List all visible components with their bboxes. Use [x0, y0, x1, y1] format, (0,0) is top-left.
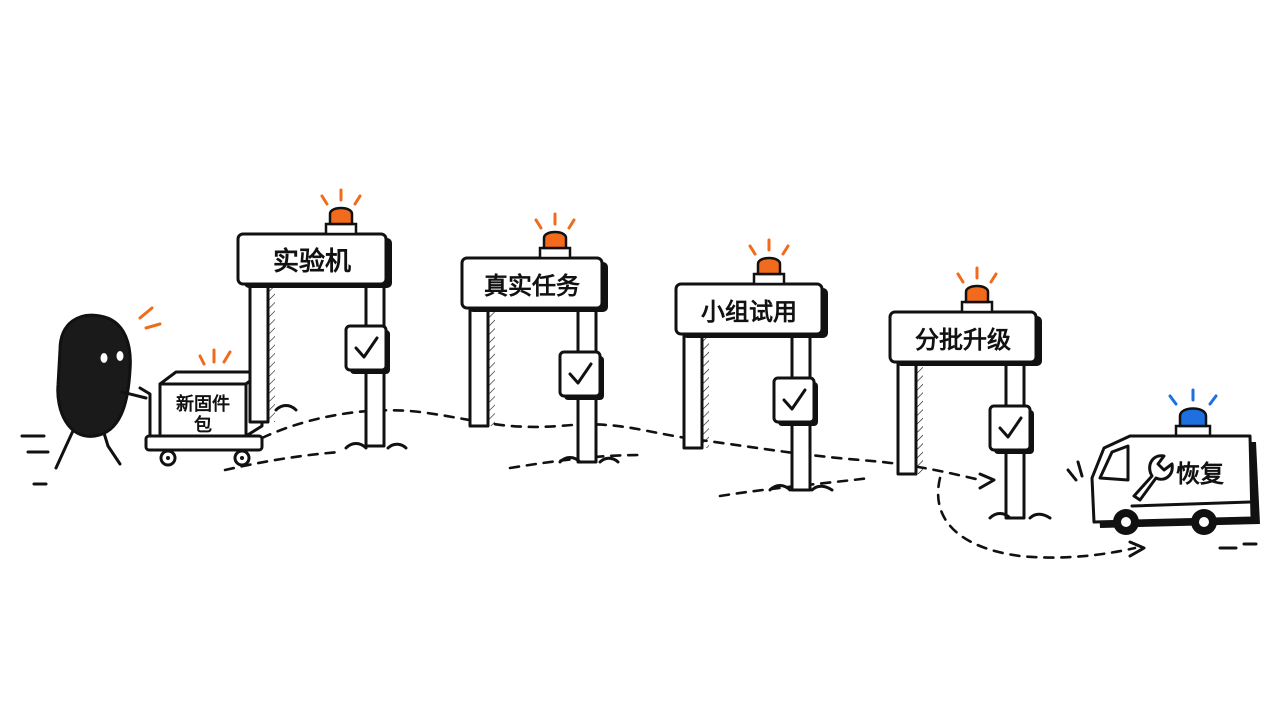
gate-label: 分批升级 — [915, 326, 1011, 354]
recovery-van: 恢复 — [1066, 388, 1260, 550]
van-label: 恢复 — [1176, 460, 1225, 488]
courier-character — [54, 306, 162, 470]
gate-check — [988, 404, 1034, 454]
gate-4: 分批升级 — [888, 266, 1052, 520]
alert-marks-icon — [138, 306, 162, 330]
gate-2: 真实任务 — [460, 212, 620, 464]
warning-beacon-icon — [748, 238, 790, 286]
checkmark-icon — [568, 362, 593, 385]
package-label-line1: 新固件 — [176, 393, 230, 415]
gate-1: 实验机 — [236, 188, 408, 450]
gate-3: 小组试用 — [674, 238, 834, 492]
warning-beacon-icon — [956, 266, 998, 314]
path-arrow-icon — [978, 472, 996, 490]
gate-check — [772, 376, 818, 426]
gate-label: 实验机 — [273, 246, 351, 277]
checkmark-icon — [998, 416, 1023, 439]
gate-label: 小组试用 — [701, 298, 797, 326]
checkmark-icon — [354, 336, 379, 359]
gate-label: 真实任务 — [484, 272, 581, 300]
package-label-line2: 包 — [194, 414, 212, 436]
warning-beacon-icon — [320, 188, 362, 236]
checkmark-icon — [782, 388, 807, 411]
firmware-cart: 新固件 包 — [138, 348, 264, 467]
blue-beacon-icon — [1168, 388, 1218, 438]
gate-check — [344, 324, 390, 374]
gate-check — [558, 350, 604, 400]
wrench-icon — [1132, 454, 1174, 502]
warning-beacon-icon — [534, 212, 576, 260]
path-arrow-icon — [1128, 540, 1146, 558]
alert-marks-icon — [198, 348, 232, 366]
